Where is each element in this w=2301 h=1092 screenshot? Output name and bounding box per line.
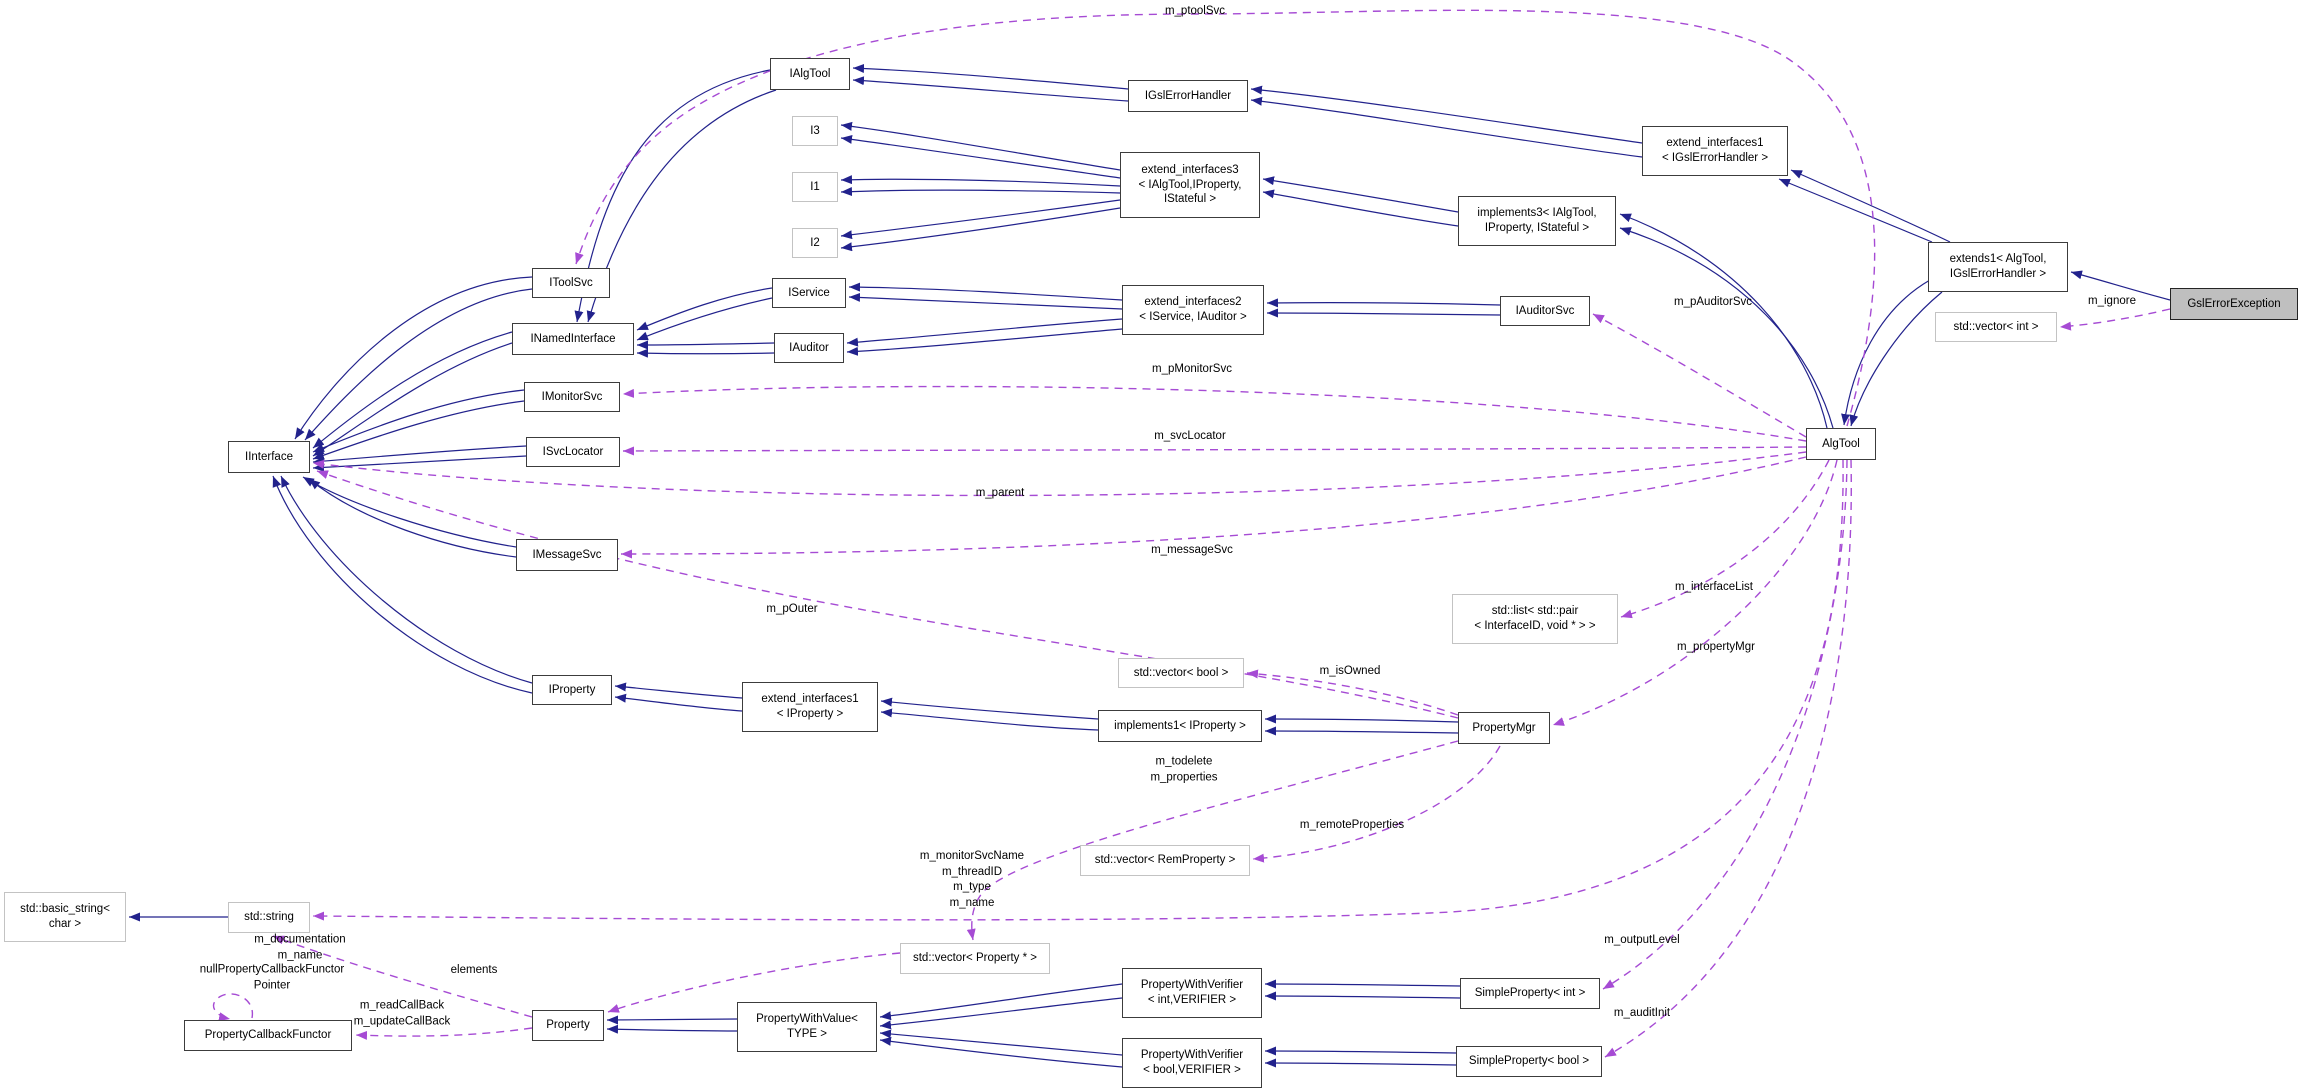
edge-label-m-pauditorsvc: m_pAuditorSvc: [1674, 296, 1752, 309]
class-node-inamedinterface[interactable]: INamedInterface: [512, 323, 634, 355]
class-node-extends1[interactable]: extends1< AlgTool, IGslErrorHandler >: [1928, 242, 2068, 292]
class-node-propertycallbackfunctor[interactable]: PropertyCallbackFunctor: [184, 1020, 352, 1051]
edge-label-m-monitorsvcname-stack: m_monitorSvcName m_threadID m_type m_nam…: [919, 849, 1025, 909]
edge-label-m-remoteproperties: m_remoteProperties: [1299, 819, 1405, 832]
edge-label-m-propertymgr: m_propertyMgr: [1677, 641, 1755, 654]
edge-label-m-messagesvc: m_messageSvc: [1151, 544, 1233, 557]
edge-label-m-ignore: m_ignore: [2088, 295, 2136, 308]
class-node-propertywithverifier-int[interactable]: PropertyWithVerifier < int,VERIFIER >: [1122, 968, 1262, 1018]
class-node-simpleproperty-bool[interactable]: SimpleProperty< bool >: [1456, 1046, 1602, 1077]
class-node-std-vector-property-ptr: std::vector< Property * >: [900, 943, 1050, 974]
class-node-extend-interfaces1-igslerrorhandler[interactable]: extend_interfaces1 < IGslErrorHandler >: [1642, 126, 1788, 176]
class-node-implements1[interactable]: implements1< IProperty >: [1098, 710, 1262, 742]
class-node-extend-interfaces2[interactable]: extend_interfaces2 < IService, IAuditor …: [1122, 285, 1264, 335]
class-node-propertywithverifier-bool[interactable]: PropertyWithVerifier < bool,VERIFIER >: [1122, 1038, 1262, 1088]
class-node-iauditor[interactable]: IAuditor: [774, 333, 844, 363]
class-node-implements3[interactable]: implements3< IAlgTool, IProperty, IState…: [1458, 196, 1616, 246]
class-node-isvclocator[interactable]: ISvcLocator: [526, 437, 620, 467]
class-node-propertymgr[interactable]: PropertyMgr: [1458, 712, 1550, 744]
class-node-iservice[interactable]: IService: [772, 278, 846, 308]
edge-label-m-auditinit: m_auditInit: [1613, 1007, 1671, 1020]
edge-label-m-interfacelist: m_interfaceList: [1675, 581, 1753, 594]
class-node-i3: I3: [792, 116, 838, 146]
class-node-iproperty[interactable]: IProperty: [532, 675, 612, 705]
class-node-std-string: std::string: [228, 902, 310, 933]
class-node-imessagesvc[interactable]: IMessageSvc: [516, 539, 618, 571]
edge-label-elements: elements: [450, 964, 498, 977]
class-node-extend-interfaces1-iproperty[interactable]: extend_interfaces1 < IProperty >: [742, 682, 878, 732]
class-node-std-vector-int: std::vector< int >: [1935, 312, 2057, 342]
class-node-i1: I1: [792, 172, 838, 202]
class-node-propertywithvalue[interactable]: PropertyWithValue< TYPE >: [737, 1002, 877, 1052]
class-node-property[interactable]: Property: [532, 1010, 604, 1041]
edge-label-m-svclocator: m_svcLocator: [1154, 430, 1226, 443]
class-node-imonitorsvc[interactable]: IMonitorSvc: [524, 382, 620, 412]
class-node-igslerrorhandler[interactable]: IGslErrorHandler: [1128, 80, 1248, 112]
edge-label-m-documentation-m-name: m_documentation m_name: [254, 933, 346, 961]
class-node-simpleproperty-int[interactable]: SimpleProperty< int >: [1460, 978, 1600, 1009]
edge-label-m-isowned: m_isOwned: [1319, 665, 1381, 678]
class-node-extend-interfaces3[interactable]: extend_interfaces3 < IAlgTool,IProperty,…: [1120, 152, 1260, 218]
edge-label-m-todelete-m-properties: m_todelete m_properties: [1150, 755, 1218, 783]
edge-label-nullpropertycallbackfunctor-pointer: nullPropertyCallbackFunctor Pointer: [199, 963, 345, 991]
class-node-i2: I2: [792, 228, 838, 258]
class-node-std-vector-bool: std::vector< bool >: [1118, 658, 1244, 688]
edge-label-m-pouter: m_pOuter: [766, 603, 818, 616]
class-node-std-basic-string: std::basic_string< char >: [4, 892, 126, 942]
edge-label-m-outputlevel: m_outputLevel: [1604, 934, 1680, 947]
class-node-iinterface[interactable]: IInterface: [228, 441, 310, 473]
class-node-ialgtool[interactable]: IAlgTool: [770, 58, 850, 90]
edge-label-m-readcallback-m-updatecallback: m_readCallBack m_updateCallBack: [353, 999, 451, 1027]
class-node-algtool[interactable]: AlgTool: [1806, 428, 1876, 460]
edge-label-m-pmonitorsvc: m_pMonitorSvc: [1152, 363, 1232, 376]
class-node-std-list-interfaceid: std::list< std::pair < InterfaceID, void…: [1452, 594, 1618, 644]
edge-label-m-ptoolsvc: m_ptoolSvc: [1164, 5, 1226, 18]
class-node-std-vector-remproperty: std::vector< RemProperty >: [1080, 845, 1250, 876]
edge-label-m-parent: m_parent: [975, 487, 1025, 500]
class-node-gslerrorexception: GslErrorException: [2170, 288, 2298, 320]
class-node-itoolsvc[interactable]: IToolSvc: [532, 268, 610, 298]
class-node-iauditorsvc[interactable]: IAuditorSvc: [1500, 296, 1590, 326]
